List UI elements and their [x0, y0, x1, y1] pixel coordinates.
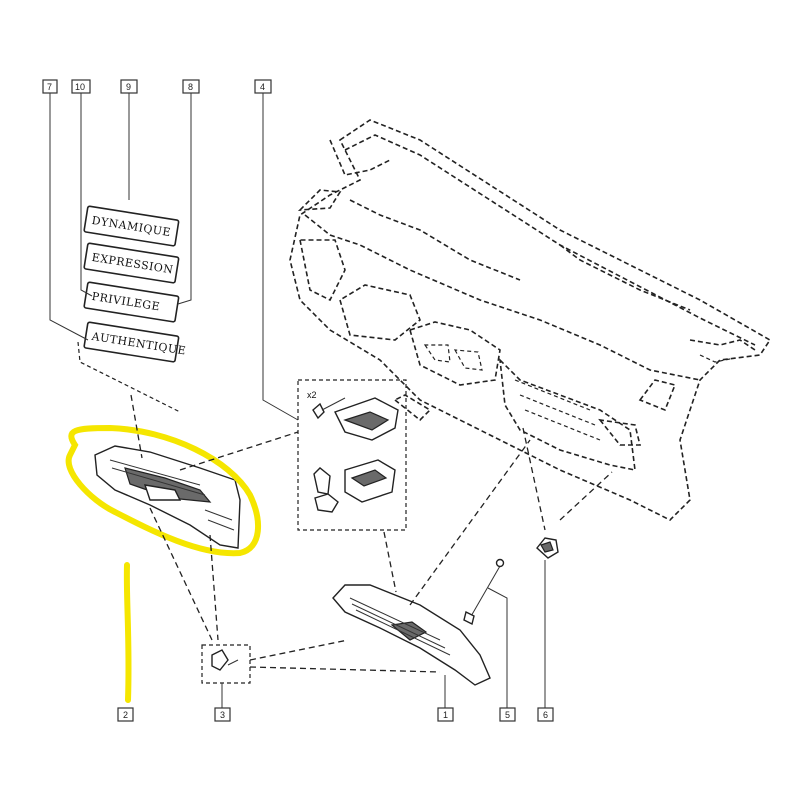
badge-expression: EXPRESSION	[83, 242, 180, 284]
arrow-tray-to-fastener-2	[209, 534, 219, 641]
callout-3-label: 3	[220, 710, 225, 720]
badge-group-dashed-line	[77, 341, 181, 413]
console-tray	[94, 445, 241, 549]
callout-10-label: 10	[75, 82, 85, 92]
arrow-fastener-to-bezel-1	[249, 639, 349, 661]
badge-privilege: PRIVILEGE	[83, 281, 180, 323]
kit-quantity: x2	[307, 390, 317, 400]
callout-7-label: 7	[47, 82, 52, 92]
small-clip	[314, 493, 339, 513]
arrow-bezel-to-dash	[409, 439, 531, 606]
arrow-fastener-to-bezel-2	[249, 666, 441, 673]
callout-2-label: 2	[123, 710, 128, 720]
badge-dynamique: DYNAMIQUE	[83, 205, 180, 247]
clip-kit-group: x2	[297, 379, 407, 531]
highlight-ellipse	[65, 424, 262, 557]
leader-4	[262, 93, 299, 421]
support-rod	[463, 558, 505, 626]
arrow-badges-to-tray	[130, 394, 143, 459]
fastener	[211, 649, 229, 671]
arrow-kit-to-bezel	[383, 531, 397, 593]
push-clip	[536, 537, 559, 559]
callout-2: 2	[117, 707, 134, 722]
leader-7	[49, 93, 89, 341]
arrow-clip-to-dash	[559, 471, 613, 521]
callout-10: 10	[71, 79, 91, 94]
leader-10	[80, 93, 93, 297]
callout-6-label: 6	[543, 710, 548, 720]
callout-4: 4	[254, 79, 272, 94]
callout-6: 6	[537, 707, 554, 722]
callout-8-label: 8	[188, 82, 193, 92]
screw	[312, 402, 325, 420]
leader-5	[487, 587, 508, 708]
arrow-dash-to-clip	[522, 427, 546, 531]
callout-3: 3	[214, 707, 231, 722]
callout-1: 1	[437, 707, 454, 722]
callout-9: 9	[120, 79, 138, 94]
callout-7: 7	[42, 79, 58, 94]
callout-5-label: 5	[505, 710, 510, 720]
leader-8	[177, 93, 192, 305]
spring-clip	[313, 467, 331, 495]
arrow-tray-to-kit	[179, 431, 299, 471]
callout-1-label: 1	[443, 710, 448, 720]
dashboard-outline	[289, 119, 772, 521]
arrow-tray-to-fastener-1	[149, 507, 213, 641]
callout-4-label: 4	[260, 82, 265, 92]
callout-8: 8	[182, 79, 200, 94]
badge-authentique: AUTHENTIQUE	[83, 321, 187, 363]
trim-bezel	[332, 584, 491, 686]
fastener-group	[201, 644, 251, 684]
callout-5: 5	[499, 707, 516, 722]
highlight-stroke	[123, 562, 132, 703]
callout-9-label: 9	[126, 82, 131, 92]
